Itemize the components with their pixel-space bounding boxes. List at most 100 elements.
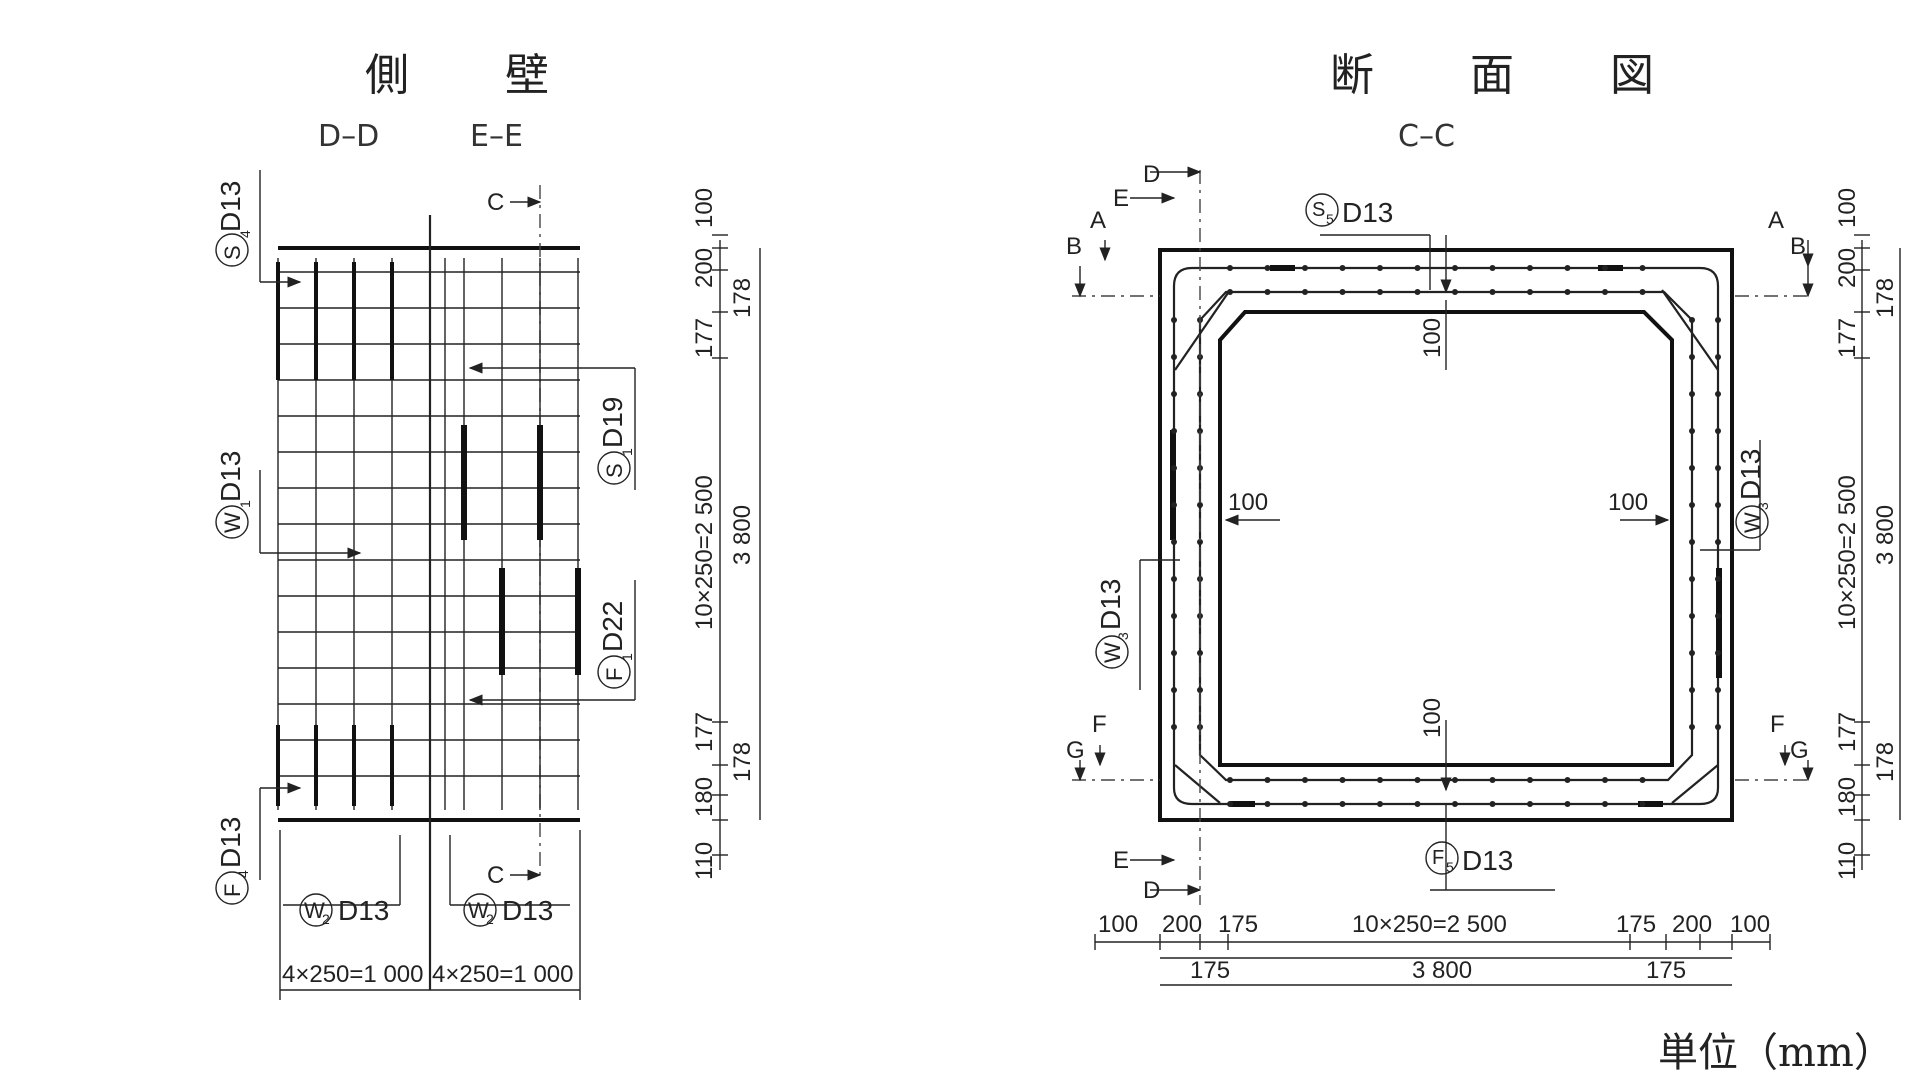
svg-text:3 800: 3 800 [729, 505, 756, 565]
rebar-dot [1302, 265, 1308, 271]
side-wall-elevation: C C [259, 170, 636, 990]
rebar-dot [1452, 801, 1458, 807]
svg-text:5: 5 [1446, 859, 1454, 875]
rebar-dot [1264, 801, 1271, 807]
svg-text:W: W [304, 898, 325, 923]
svg-text:200: 200 [1672, 911, 1712, 938]
svg-text:F: F [1432, 847, 1444, 869]
svg-text:G: G [1790, 737, 1809, 764]
rebar-dot [1171, 391, 1177, 397]
svg-text:178: 178 [1872, 742, 1899, 782]
svg-text:3 800: 3 800 [1872, 505, 1899, 565]
svg-text:F: F [1770, 711, 1785, 738]
rebar-dot [1197, 687, 1203, 693]
svg-text:100: 100 [1419, 318, 1446, 358]
rebar-dot [1377, 777, 1383, 783]
svg-text:F: F [602, 668, 627, 681]
rebar-dot [1715, 650, 1721, 656]
rebar-dot [1339, 777, 1346, 783]
svg-text:B: B [1790, 233, 1806, 260]
svg-text:3 800: 3 800 [1412, 957, 1472, 984]
rebar-dot [1302, 777, 1308, 783]
rebar-dot [1171, 428, 1177, 434]
mark-f1: F 1 D22 [597, 601, 635, 689]
rebar-dot [1715, 539, 1721, 545]
rebar-dot [1489, 801, 1496, 807]
svg-text:2: 2 [486, 911, 494, 927]
svg-text:178: 178 [729, 278, 756, 318]
rebar-dot [1602, 289, 1608, 295]
svg-text:100: 100 [691, 188, 718, 228]
svg-text:200: 200 [691, 248, 718, 288]
svg-text:D13: D13 [1095, 579, 1126, 630]
svg-text:177: 177 [1834, 318, 1861, 358]
rebar-dot [1339, 801, 1346, 807]
dd-label: D–D [318, 119, 379, 154]
rebar-dot [1527, 801, 1533, 807]
svg-text:10×250=2 500: 10×250=2 500 [1834, 475, 1861, 630]
rebar-dot [1264, 265, 1271, 271]
rebar-dot [1715, 354, 1721, 360]
side-wall-vertical-dims: 100 200 178 177 10×250=2 500 3 800 177 1… [691, 188, 761, 880]
svg-text:D13: D13 [215, 181, 246, 232]
svg-text:100: 100 [1098, 911, 1138, 938]
rebar-dot [1564, 801, 1571, 807]
rebar-dot [1171, 539, 1177, 545]
rebar-dot [1171, 465, 1177, 471]
svg-text:1: 1 [619, 653, 635, 661]
rebar-dot [1227, 289, 1233, 295]
rebar-dot [1414, 801, 1421, 807]
side-wall-bottom-dims: 4×250=1 000 4×250=1 000 [279, 830, 581, 1000]
rebar-dot [1414, 265, 1421, 271]
unit-label: 単位（mm） [1658, 1030, 1894, 1076]
svg-text:F: F [220, 884, 245, 897]
svg-text:1: 1 [237, 500, 253, 508]
svg-text:4×250=1 000: 4×250=1 000 [432, 961, 573, 988]
rebar-dot [1527, 777, 1533, 783]
rebar-dot [1489, 777, 1496, 783]
svg-text:200: 200 [1162, 911, 1202, 938]
rebar-dot [1689, 687, 1695, 693]
rebar-dot [1689, 613, 1695, 619]
rebar-dot [1197, 539, 1203, 545]
svg-text:F: F [1092, 711, 1107, 738]
svg-text:4: 4 [237, 230, 253, 238]
side-wall-title: 側 壁 [365, 50, 575, 101]
section-bottom-dims: 100 200 175 10×250=2 500 175 200 100 175… [1094, 911, 1771, 986]
rebar-dot [1171, 687, 1177, 693]
rebar-dot [1564, 777, 1571, 783]
rebar-dot [1689, 502, 1695, 508]
mark-f4: F 4 D13 [215, 817, 251, 905]
svg-text:4: 4 [235, 870, 251, 878]
rebar-dot [1197, 650, 1203, 656]
svg-text:D: D [1143, 161, 1160, 188]
svg-text:A: A [1768, 207, 1784, 234]
rebar-dot [1689, 724, 1695, 730]
rebar-dot [1452, 265, 1458, 271]
rebar-dot [1171, 576, 1177, 582]
rebar-dot [1639, 777, 1646, 783]
rebar-dot [1227, 777, 1233, 783]
rebar-dot [1527, 289, 1533, 295]
rebar-dot [1715, 613, 1721, 619]
svg-text:D: D [1143, 877, 1160, 904]
svg-text:3: 3 [1115, 632, 1131, 640]
svg-text:D19: D19 [597, 397, 628, 448]
svg-text:110: 110 [1834, 842, 1861, 880]
mark-s4: S 4 D13 [215, 181, 253, 267]
rebar-dot [1715, 502, 1721, 508]
svg-text:D13: D13 [1735, 449, 1766, 500]
rebar-dot [1414, 289, 1421, 295]
svg-text:177: 177 [1834, 712, 1861, 752]
svg-text:200: 200 [1834, 248, 1861, 288]
svg-text:2: 2 [322, 911, 330, 927]
svg-text:175: 175 [1616, 911, 1656, 938]
rebar-dot [1715, 724, 1721, 730]
ee-label: E–E [470, 119, 523, 154]
rebar-dot [1602, 265, 1608, 271]
svg-text:D13: D13 [338, 895, 389, 926]
svg-text:A: A [1090, 207, 1106, 234]
rebar-dot [1171, 650, 1177, 656]
svg-text:178: 178 [729, 742, 756, 782]
rebar-dot [1414, 777, 1421, 783]
